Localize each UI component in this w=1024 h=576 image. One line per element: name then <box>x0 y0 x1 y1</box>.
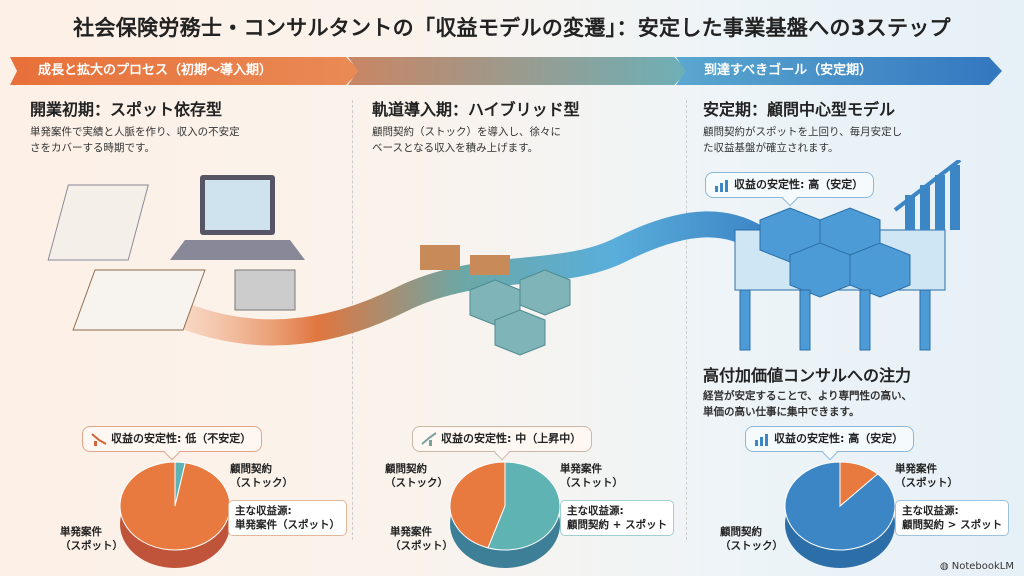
consult-heading: 高付加価値コンサルへの注力 <box>703 366 912 385</box>
pie-label-spot: 単発案件（スポット） <box>895 463 958 489</box>
stability-badge-mid: 収益の安定性: 中（上昇中） <box>412 426 593 452</box>
stage-heading: 軌道導入期：ハイブリッド型 <box>372 100 580 119</box>
footer-brand: ◍ NotebookLM <box>939 561 1014 572</box>
pie-slice-spot <box>119 461 231 551</box>
stage-desc: 顧問契約（ストック）を導入し、徐々にベースとなる収入を積み上げます。 <box>372 126 561 154</box>
main-revenue-box: 主な収益源:顧問契約 + スポット <box>560 500 675 536</box>
hexagon-blocks-icon <box>469 269 571 356</box>
stage-3: 安定期：顧問中心型モデル 顧問契約がスポットを上回り、毎月安定した収益基盤が確立… <box>703 96 902 156</box>
chart-down-icon <box>91 433 107 446</box>
pie-label-stock: 顧問契約（ストック） <box>385 463 448 489</box>
notebook-logo-icon: ◍ <box>939 561 952 572</box>
stage-desc: 顧問契約がスポットを上回り、毎月安定した収益基盤が確立されます。 <box>703 126 903 154</box>
stability-badge-top: 収益の安定性: 高（安定） <box>705 172 875 198</box>
stability-badge-low: 収益の安定性: 低（不安定） <box>82 426 263 452</box>
stage-2: 軌道導入期：ハイブリッド型 顧問契約（ストック）を導入し、徐々にベースとなる収入… <box>372 96 580 156</box>
chart-up-icon <box>715 180 728 192</box>
calculator-icon <box>234 269 296 311</box>
bar-chart-growth-icon <box>893 160 962 230</box>
transition-illustration <box>47 160 962 356</box>
clipboard-icon <box>72 269 206 331</box>
main-revenue-box: 主な収益源:単発案件（スポット） <box>228 500 347 536</box>
phase-banner-label: 到達すべきゴール（安定期） <box>704 63 873 78</box>
phase-banner-growth: 成長と拡大のプロセス（初期～導入期） <box>10 57 360 85</box>
pie-chart-stage-1 <box>119 461 231 568</box>
stage-1: 開業初期：スポット依存型 単発案件で実績と人脈を作り、収入の不安定さをカバーする… <box>30 96 240 156</box>
phase-banner-goal: 到達すべきゴール（安定期） <box>676 57 1002 85</box>
pie-slice-spot <box>839 461 879 508</box>
stage-desc: 単発案件で実績と人脈を作り、収入の不安定さをカバーする時期です。 <box>30 126 240 154</box>
pie-label-stock: 顧問契約（ストック） <box>230 463 293 489</box>
phase-banner-transition <box>348 57 688 85</box>
pie-chart-stage-3 <box>784 461 896 568</box>
stage-heading: 開業初期：スポット依存型 <box>30 100 223 119</box>
pie-slice-spot <box>487 461 561 551</box>
stage-heading: 安定期：顧問中心型モデル <box>703 100 896 119</box>
main-revenue-box: 主な収益源:顧問契約 > スポット <box>895 500 1010 536</box>
page-title: 社会保険労務士・コンサルタントの「収益モデルの変遷」：安定した事業基盤への3ステ… <box>73 16 951 40</box>
chart-up-icon <box>421 432 437 446</box>
consult-desc: 経営が安定することで、より専門性の高い、単価の高い仕事に集中できます。 <box>703 390 913 418</box>
pie-label-spot: 単発案件（スポット） <box>60 526 123 552</box>
pie-slice-stock <box>449 461 506 549</box>
pie-label-spot: 単発案件（ストット） <box>560 463 623 489</box>
stable-platform-icon <box>734 207 946 351</box>
pie-label-spot: 単発案件（スポット） <box>390 526 453 552</box>
laptop-icon <box>170 175 305 260</box>
phase-banner-label: 成長と拡大のプロセス（初期～導入期） <box>38 63 273 78</box>
documents-icon <box>47 184 149 261</box>
consulting-focus: 高付加価値コンサルへの注力 経営が安定することで、より専門性の高い、単価の高い仕… <box>703 362 912 420</box>
pie-chart-stage-2 <box>449 461 561 568</box>
stability-badge-high: 収益の安定性: 高（安定） <box>745 426 915 452</box>
divider <box>686 100 687 540</box>
chart-up-icon <box>755 434 768 446</box>
puzzle-pieces-icon <box>420 245 510 275</box>
pie-label-stock: 顧問契約（ストック） <box>720 526 783 552</box>
